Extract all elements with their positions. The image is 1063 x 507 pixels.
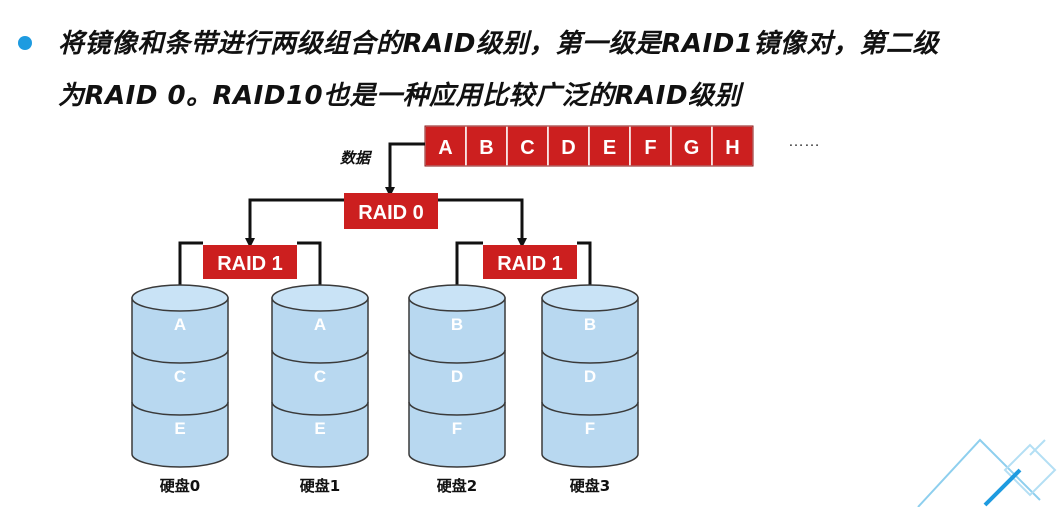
disk-separator	[271, 401, 369, 416]
data-block: C	[506, 125, 549, 167]
description-line-1: 将镜像和条带进行两级组合的RAID级别，第一级是RAID1镜像对，第二级	[58, 29, 939, 59]
disk-body	[131, 297, 229, 468]
ellipsis: ……	[788, 133, 820, 150]
data-block-label: A	[438, 137, 452, 159]
disk-top	[271, 284, 369, 312]
disk-top	[131, 284, 229, 312]
data-block-cell	[465, 125, 508, 167]
data-block: D	[547, 125, 590, 167]
disk: A C E 硬盘0	[131, 284, 229, 495]
disk: A C E 硬盘1	[271, 284, 369, 495]
raid1-right-label: RAID 1	[497, 253, 563, 275]
data-block-label: B	[479, 137, 493, 159]
disk-name-label: 硬盘3	[570, 477, 610, 495]
disk-top	[541, 284, 639, 312]
raid0-branches	[245, 198, 527, 248]
raid0-label: RAID 0	[358, 202, 424, 224]
data-block-cell	[711, 125, 754, 167]
disk-separator	[408, 401, 506, 416]
data-blocks-border	[424, 125, 754, 167]
data-block-label: F	[644, 137, 656, 159]
raid1-left-label: RAID 1	[217, 253, 283, 275]
raid1-right-node: RAID 1	[483, 245, 577, 279]
disk-body	[541, 297, 639, 468]
disk-body	[408, 297, 506, 468]
disk-block-label: E	[174, 419, 185, 438]
data-block: F	[629, 125, 672, 167]
data-block-label: H	[725, 137, 739, 159]
data-blocks-row: A B C D E F G H	[424, 125, 754, 167]
disk: B D F 硬盘2	[408, 284, 506, 495]
disk-block-label: C	[174, 367, 186, 386]
data-block-label: D	[561, 137, 575, 159]
disk-block-label: C	[314, 367, 326, 386]
data-label: 数据	[340, 149, 373, 167]
disk-name-label: 硬盘2	[437, 477, 477, 495]
data-block: H	[711, 125, 754, 167]
disk-separator	[408, 349, 506, 364]
raid1-left-box	[203, 245, 297, 279]
disk-separator	[541, 401, 639, 416]
description-text: 将镜像和条带进行两级组合的RAID级别，第一级是RAID1镜像对，第二级 为RA…	[58, 18, 1038, 122]
disk-separator	[541, 349, 639, 364]
disk-separator	[131, 349, 229, 364]
disk-block-label: B	[451, 315, 463, 334]
raid1-branches	[175, 241, 595, 295]
raid1-right-box	[483, 245, 577, 279]
disk-separator	[271, 349, 369, 364]
bullet-icon	[18, 36, 32, 50]
disk-block-label: A	[314, 315, 326, 334]
raid0-box	[344, 193, 438, 229]
data-block: G	[670, 125, 713, 167]
data-block-label: C	[520, 137, 534, 159]
disk-block-label: E	[314, 419, 325, 438]
disk-name-label: 硬盘0	[160, 477, 200, 495]
disk-top	[408, 284, 506, 312]
data-block-label: G	[684, 137, 700, 159]
description-line-2: 为RAID 0。RAID10也是一种应用比较广泛的RAID级别	[58, 81, 742, 111]
disk-block-label: B	[584, 315, 596, 334]
data-block-label: E	[603, 137, 616, 159]
disks: A C E 硬盘0 A C E 硬盘1 B D F 硬盘2 B D F 硬盘3	[131, 284, 639, 495]
disk-block-label: F	[452, 419, 462, 438]
raid0-node: RAID 0	[344, 193, 438, 229]
disk-block-label: D	[451, 367, 463, 386]
data-block: A	[424, 125, 467, 167]
data-block: E	[588, 125, 631, 167]
disk-name-label: 硬盘1	[300, 477, 340, 495]
disk-block-label: D	[584, 367, 596, 386]
disk-body	[271, 297, 369, 468]
corner-decoration	[917, 438, 1057, 507]
raid1-left-node: RAID 1	[203, 245, 297, 279]
data-block: B	[465, 125, 508, 167]
disk: B D F 硬盘3	[541, 284, 639, 495]
data-connector	[385, 142, 425, 197]
disk-block-label: F	[585, 419, 595, 438]
disk-separator	[131, 401, 229, 416]
disk-block-label: A	[174, 315, 186, 334]
